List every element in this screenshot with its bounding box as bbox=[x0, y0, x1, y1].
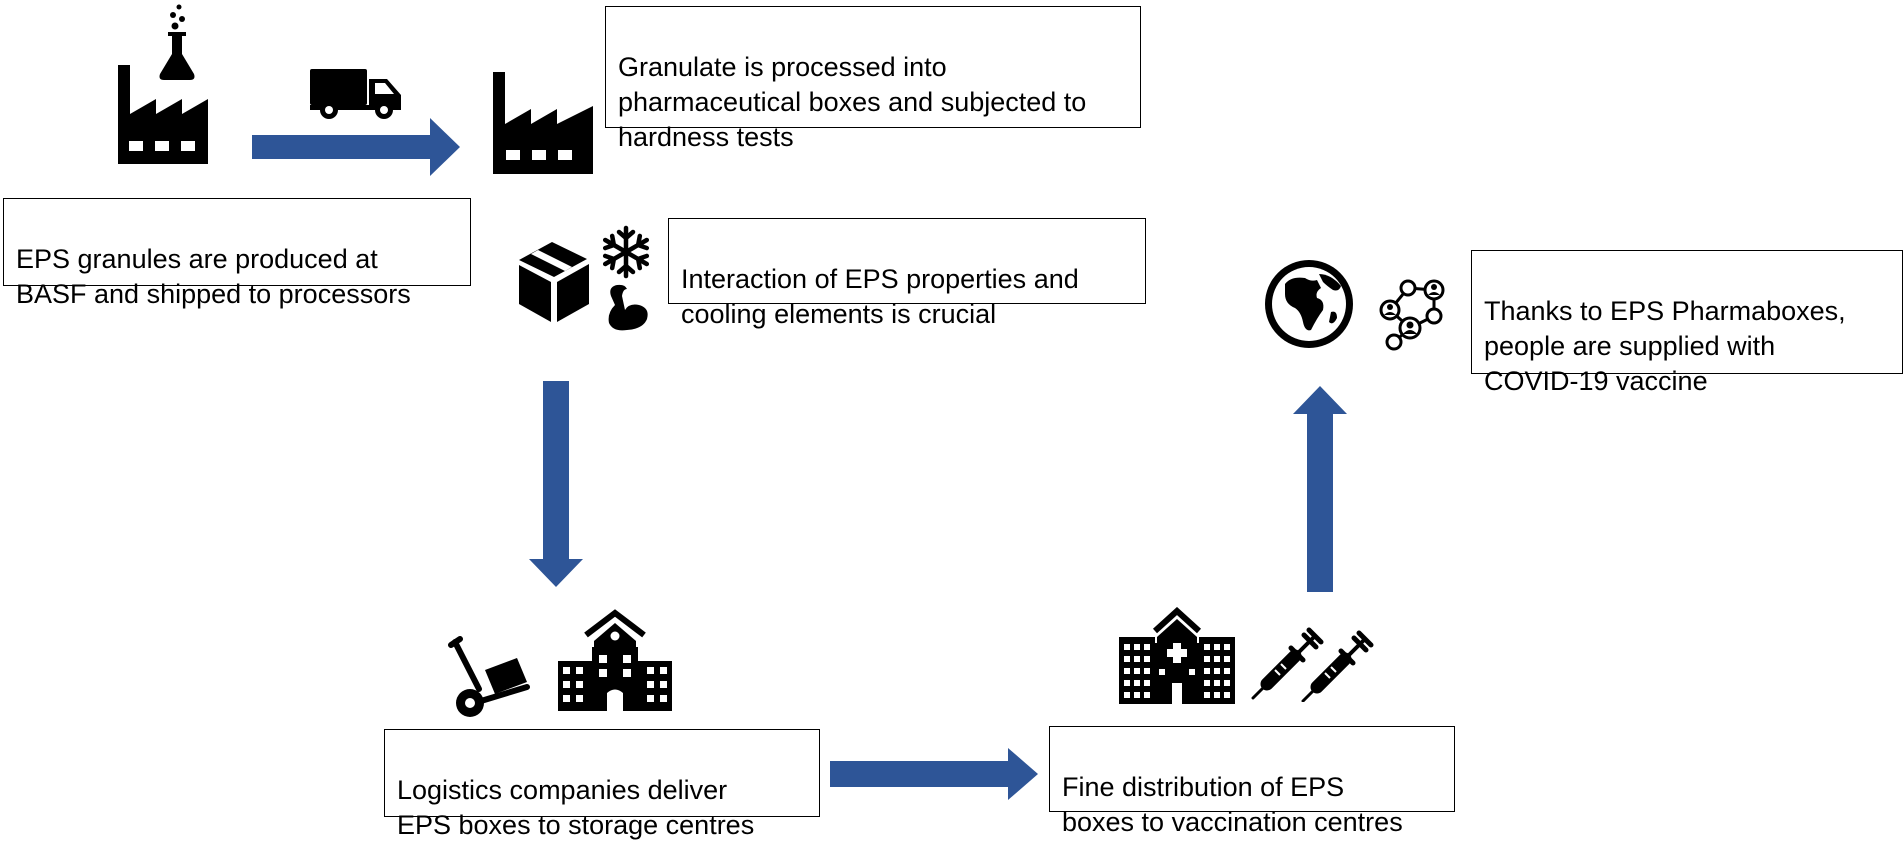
flow-arrow-right-bottom bbox=[830, 748, 1038, 800]
flow-arrow-down bbox=[529, 381, 583, 587]
snowflake-icon bbox=[601, 225, 651, 280]
step-processing-text: Granulate is processed into pharmaceutic… bbox=[618, 52, 1087, 152]
hand-truck-icon bbox=[448, 636, 530, 717]
flow-arrow-up bbox=[1293, 386, 1347, 592]
syringe-icon bbox=[1251, 622, 1379, 702]
hospital-icon bbox=[1119, 607, 1235, 704]
globe-icon bbox=[1265, 260, 1353, 348]
step-granules-box: EPS granules are produced at BASF and sh… bbox=[3, 198, 471, 309]
truck-icon bbox=[310, 69, 401, 119]
flexed-arm-icon bbox=[608, 284, 648, 331]
flow-arrow-right-top bbox=[252, 118, 460, 176]
step-logistics-box: Logistics companies deliver EPS boxes to… bbox=[384, 729, 820, 840]
step-processing-box: Granulate is processed into pharmaceutic… bbox=[605, 6, 1141, 152]
step-interaction-box: Interaction of EPS properties and coolin… bbox=[668, 218, 1146, 329]
step-supply-box: Thanks to EPS Pharmaboxes, people are su… bbox=[1471, 250, 1903, 396]
building-icon bbox=[558, 609, 672, 711]
step-fine-box: Fine distribution of EPS boxes to vaccin… bbox=[1049, 726, 1455, 837]
chemical-factory-icon bbox=[118, 4, 208, 164]
step-granules-text: EPS granules are produced at BASF and sh… bbox=[16, 244, 411, 309]
network-icon bbox=[1379, 279, 1445, 351]
factory-icon bbox=[493, 72, 593, 174]
step-interaction-text: Interaction of EPS properties and coolin… bbox=[681, 264, 1079, 329]
box-icon bbox=[519, 242, 589, 322]
step-logistics-text: Logistics companies deliver EPS boxes to… bbox=[397, 775, 755, 840]
step-fine-text: Fine distribution of EPS boxes to vaccin… bbox=[1062, 772, 1403, 837]
step-supply-text: Thanks to EPS Pharmaboxes, people are su… bbox=[1484, 296, 1846, 396]
